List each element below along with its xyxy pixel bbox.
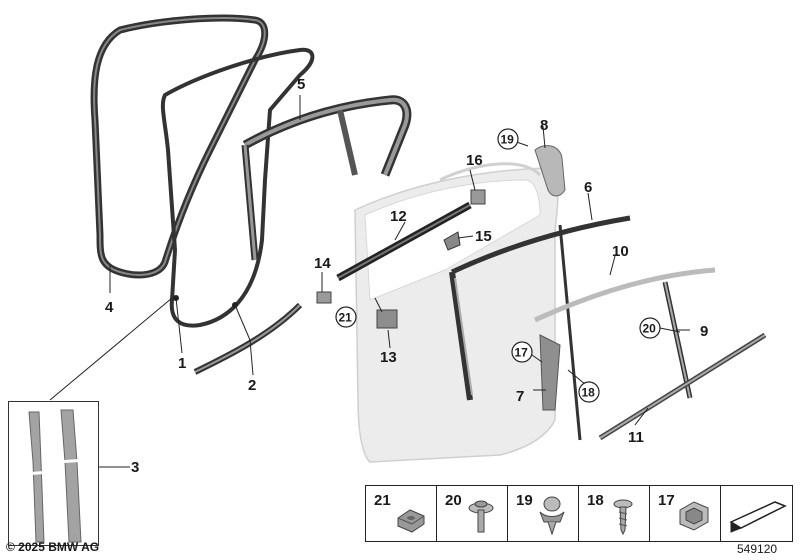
legend-num-21: 21 <box>374 492 391 509</box>
circled-labels: 19 21 20 17 18 <box>335 128 661 403</box>
legend-num-17: 17 <box>658 492 675 509</box>
legend-num-20: 20 <box>445 492 462 509</box>
bracket-part-16[interactable] <box>470 189 486 205</box>
label-3: 3 <box>131 459 139 476</box>
detail-view-part-3[interactable] <box>8 401 99 546</box>
label-11: 11 <box>628 429 644 446</box>
label-19: 19 <box>501 133 515 147</box>
legend-item-17[interactable]: 17 <box>649 485 721 542</box>
label-1: 1 <box>178 355 186 372</box>
clip-part-14[interactable] <box>316 291 332 304</box>
label-16: 16 <box>466 152 483 169</box>
bracket-part-15[interactable] <box>443 231 461 251</box>
window-frame-trim-part-6[interactable] <box>449 215 631 441</box>
washer-screw-icon <box>468 500 494 533</box>
legend-item-21[interactable]: 21 <box>365 485 437 542</box>
legend-num-19: 19 <box>516 492 533 509</box>
label-2: 2 <box>248 377 256 394</box>
direction-arrow-icon <box>729 501 787 533</box>
sealing-strip-detail <box>23 409 88 543</box>
label-17: 17 <box>515 346 529 360</box>
window-channel-seal-part-5[interactable] <box>241 95 412 261</box>
label-4: 4 <box>105 299 114 316</box>
lower-belt-strip-part-11[interactable] <box>598 332 767 441</box>
label-14: 14 <box>314 255 331 272</box>
fastener-legend: 21 20 19 18 17 <box>365 485 793 542</box>
outer-belt-strip-part-12[interactable] <box>336 201 472 282</box>
label-12: 12 <box>390 208 407 225</box>
leader-lines <box>49 95 690 468</box>
trim-cover-part-8[interactable] <box>534 145 566 197</box>
spring-clip-icon <box>679 501 709 531</box>
legend-num-18: 18 <box>587 492 604 509</box>
label-18: 18 <box>582 386 596 400</box>
trim-cover-part-7[interactable] <box>539 334 561 411</box>
cover-part-13[interactable] <box>376 309 398 329</box>
expanding-rivet-icon <box>539 496 565 536</box>
label-15: 15 <box>475 228 492 245</box>
door-seal-part-4[interactable] <box>90 14 269 279</box>
label-9: 9 <box>700 323 708 340</box>
legend-item-19[interactable]: 19 <box>507 485 579 542</box>
clip-nut-icon <box>397 509 425 533</box>
label-8: 8 <box>540 117 548 134</box>
legend-item-20[interactable]: 20 <box>436 485 508 542</box>
door-opening-seal-part-1[interactable] <box>160 47 315 328</box>
drawing-number: 549120 <box>737 542 778 556</box>
label-13: 13 <box>380 349 397 366</box>
legend-item-18[interactable]: 18 <box>578 485 650 542</box>
label-7: 7 <box>516 388 524 405</box>
label-5: 5 <box>297 76 305 93</box>
legend-item-arrow[interactable] <box>720 485 793 542</box>
tapping-screw-icon <box>613 499 633 536</box>
label-21: 21 <box>339 311 353 325</box>
window-slot-seal-part-9[interactable] <box>662 281 693 399</box>
label-10: 10 <box>612 243 629 260</box>
part-labels: 4 1 2 5 3 8 16 6 12 15 10 14 9 13 7 11 <box>105 76 708 476</box>
sill-seal-part-2[interactable] <box>193 302 303 375</box>
copyright-text: © 2025 BMW AG <box>6 540 100 554</box>
cover-trim-part-10[interactable] <box>533 267 716 323</box>
label-20: 20 <box>643 322 657 336</box>
label-6: 6 <box>584 179 592 196</box>
